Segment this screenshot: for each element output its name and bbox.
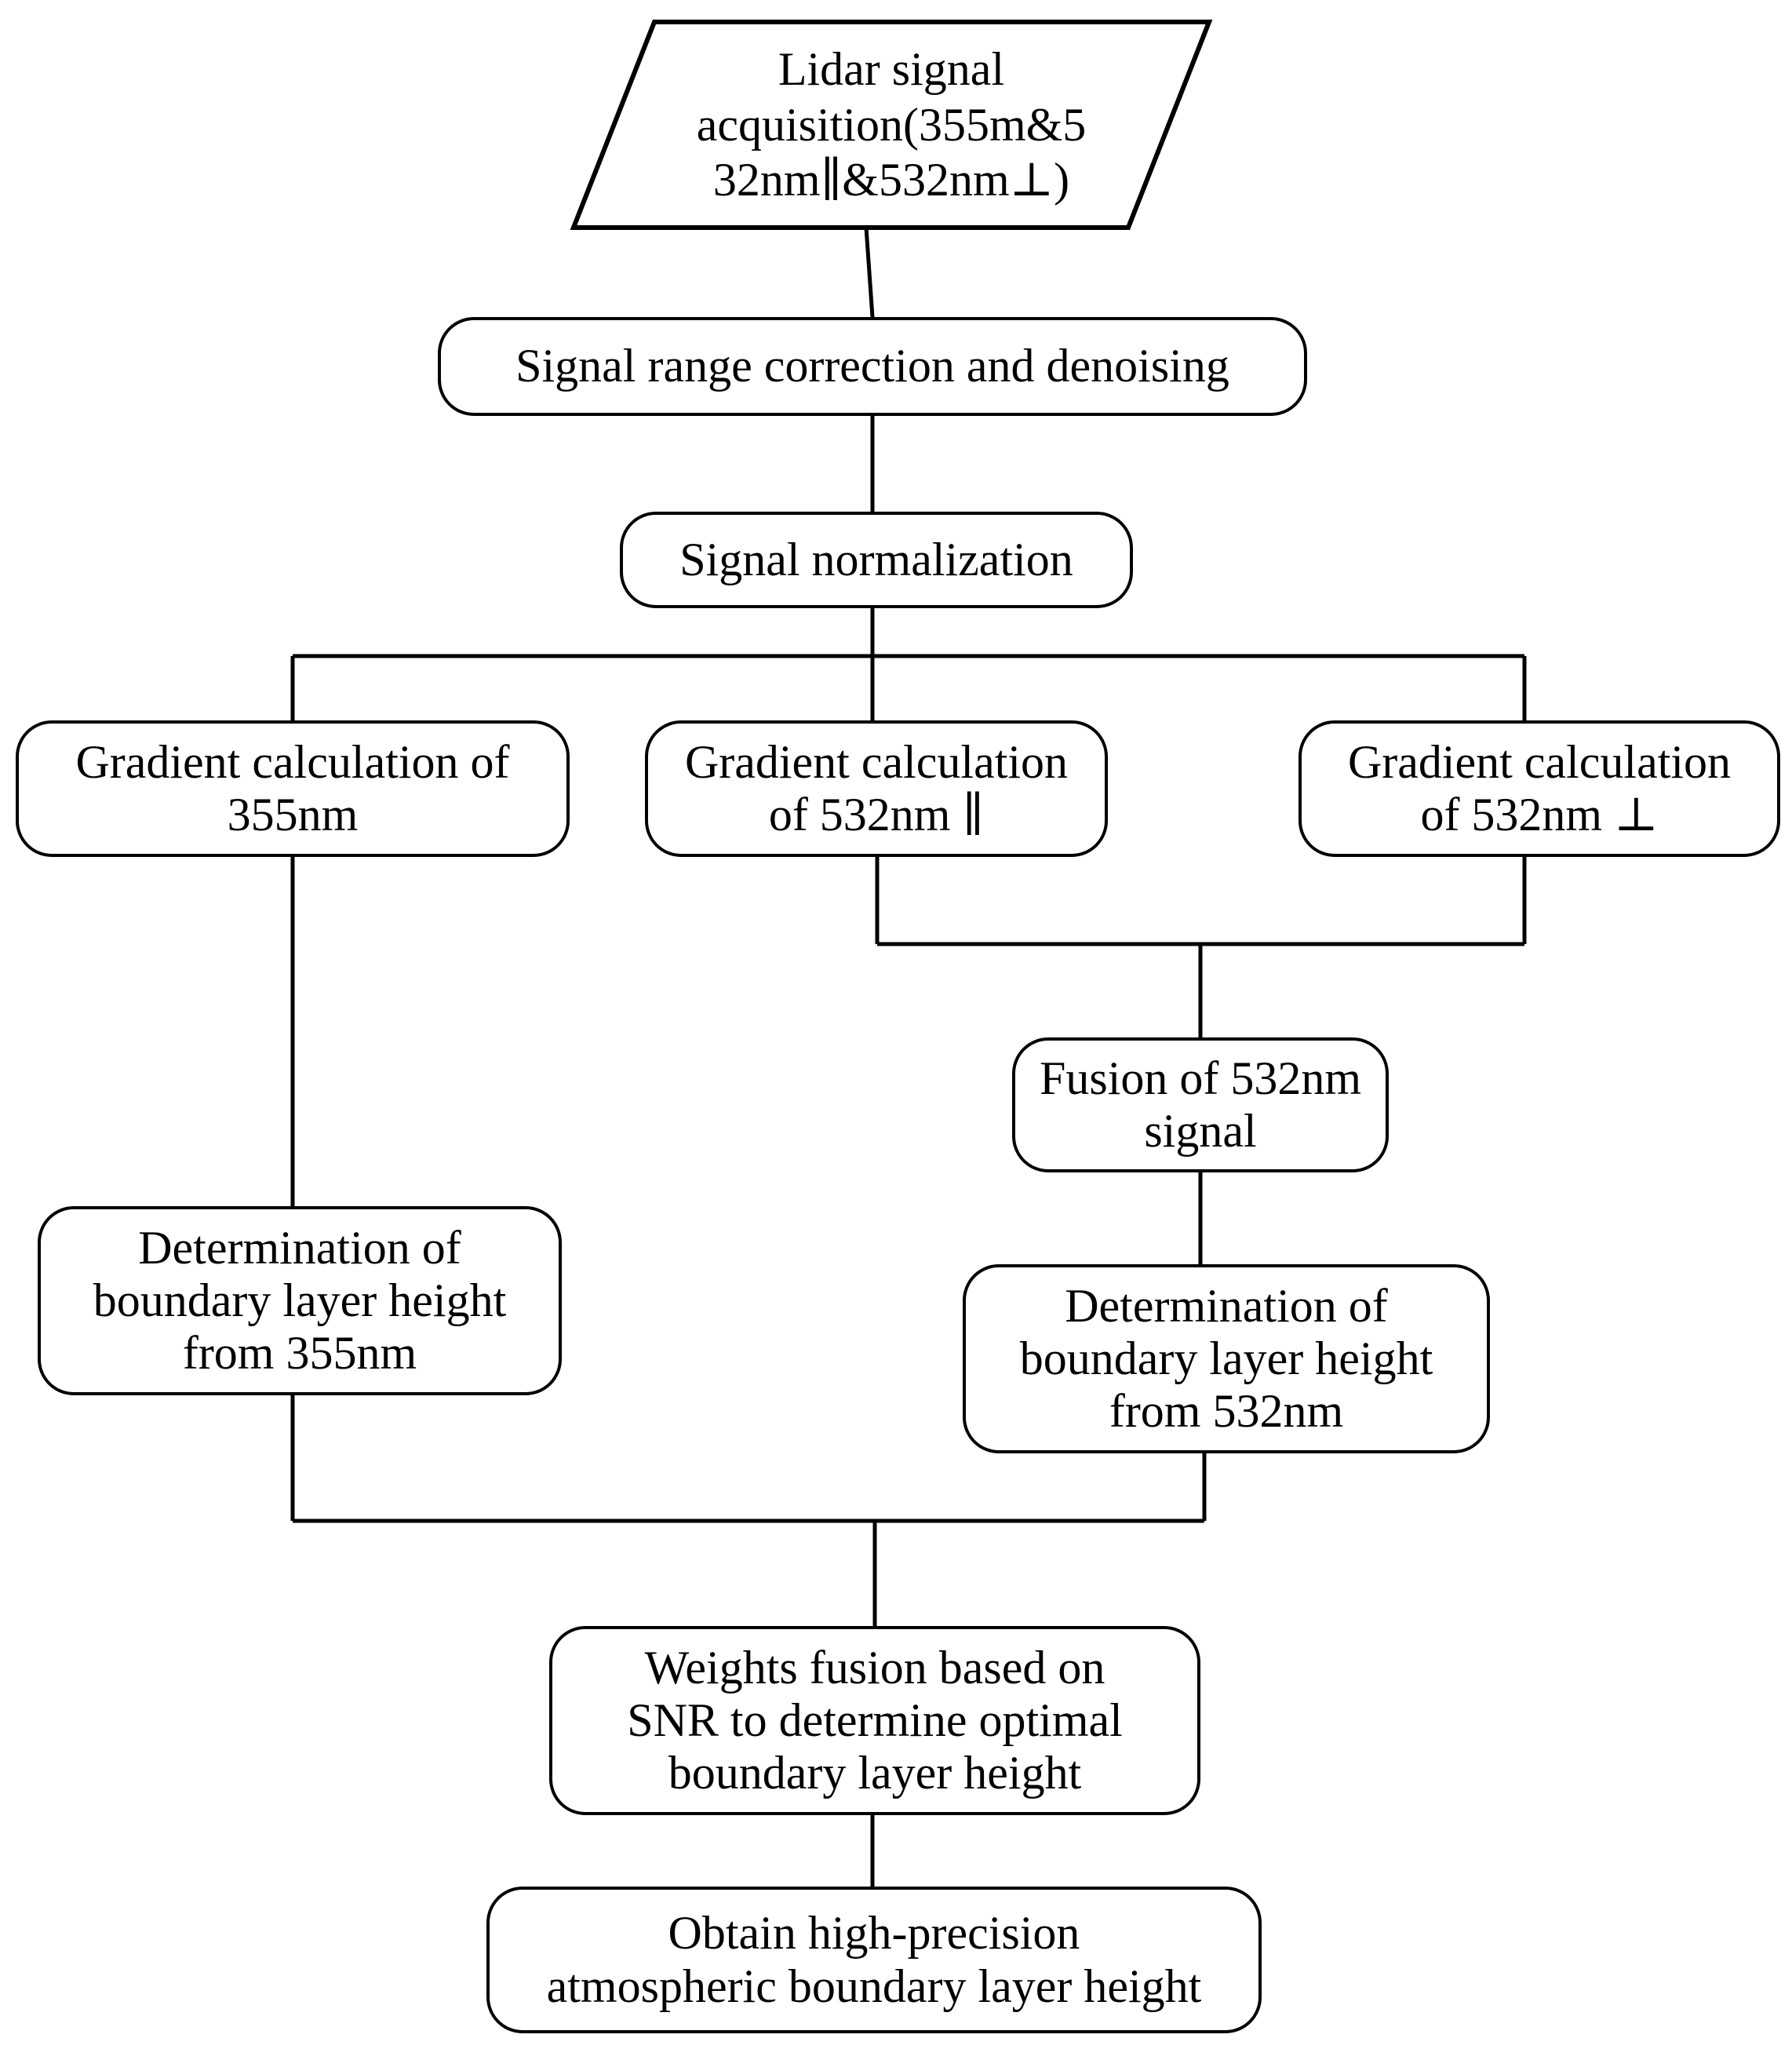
node-normalization: Signal normalization: [620, 512, 1133, 608]
node-blh-355: Determination of boundary layer height f…: [38, 1206, 562, 1395]
node-gradient-532-perpendicular-label: Gradient calculation of 532nm ⊥: [1347, 735, 1732, 840]
node-blh-355-label: Determination of boundary layer height f…: [93, 1221, 507, 1380]
parallelogram-shape: [570, 20, 1213, 230]
node-fusion-532-label: Fusion of 532nm signal: [1039, 1052, 1362, 1157]
node-range-correction: Signal range correction and denoising: [438, 317, 1307, 416]
node-weights-fusion-label: Weights fusion based on SNR to determine…: [627, 1641, 1123, 1799]
node-blh-532-label: Determination of boundary layer height f…: [1019, 1279, 1433, 1438]
node-gradient-532-parallel-label: Gradient calculation of 532nm ∥: [684, 735, 1069, 840]
node-normalization-label: Signal normalization: [679, 533, 1073, 585]
node-final-output-label: Obtain high-precision atmospheric bounda…: [546, 1907, 1202, 2012]
edge-acquisition-to-range-correction: [864, 227, 875, 318]
node-gradient-355-label: Gradient calculation of 355nm: [75, 735, 510, 840]
node-acquisition: Lidar signal acquisition(355m&5 32nm∥&53…: [570, 20, 1213, 230]
node-blh-532: Determination of boundary layer height f…: [963, 1264, 1490, 1453]
node-final-output: Obtain high-precision atmospheric bounda…: [486, 1887, 1262, 2033]
node-gradient-532-perpendicular: Gradient calculation of 532nm ⊥: [1298, 720, 1780, 857]
node-acquisition-label: Lidar signal acquisition(355m&5 32nm∥&53…: [696, 42, 1087, 206]
node-gradient-355: Gradient calculation of 355nm: [16, 720, 570, 857]
node-weights-fusion: Weights fusion based on SNR to determine…: [549, 1626, 1200, 1815]
node-range-correction-label: Signal range correction and denoising: [515, 340, 1229, 392]
node-gradient-532-parallel: Gradient calculation of 532nm ∥: [645, 720, 1108, 857]
node-fusion-532: Fusion of 532nm signal: [1012, 1037, 1389, 1172]
